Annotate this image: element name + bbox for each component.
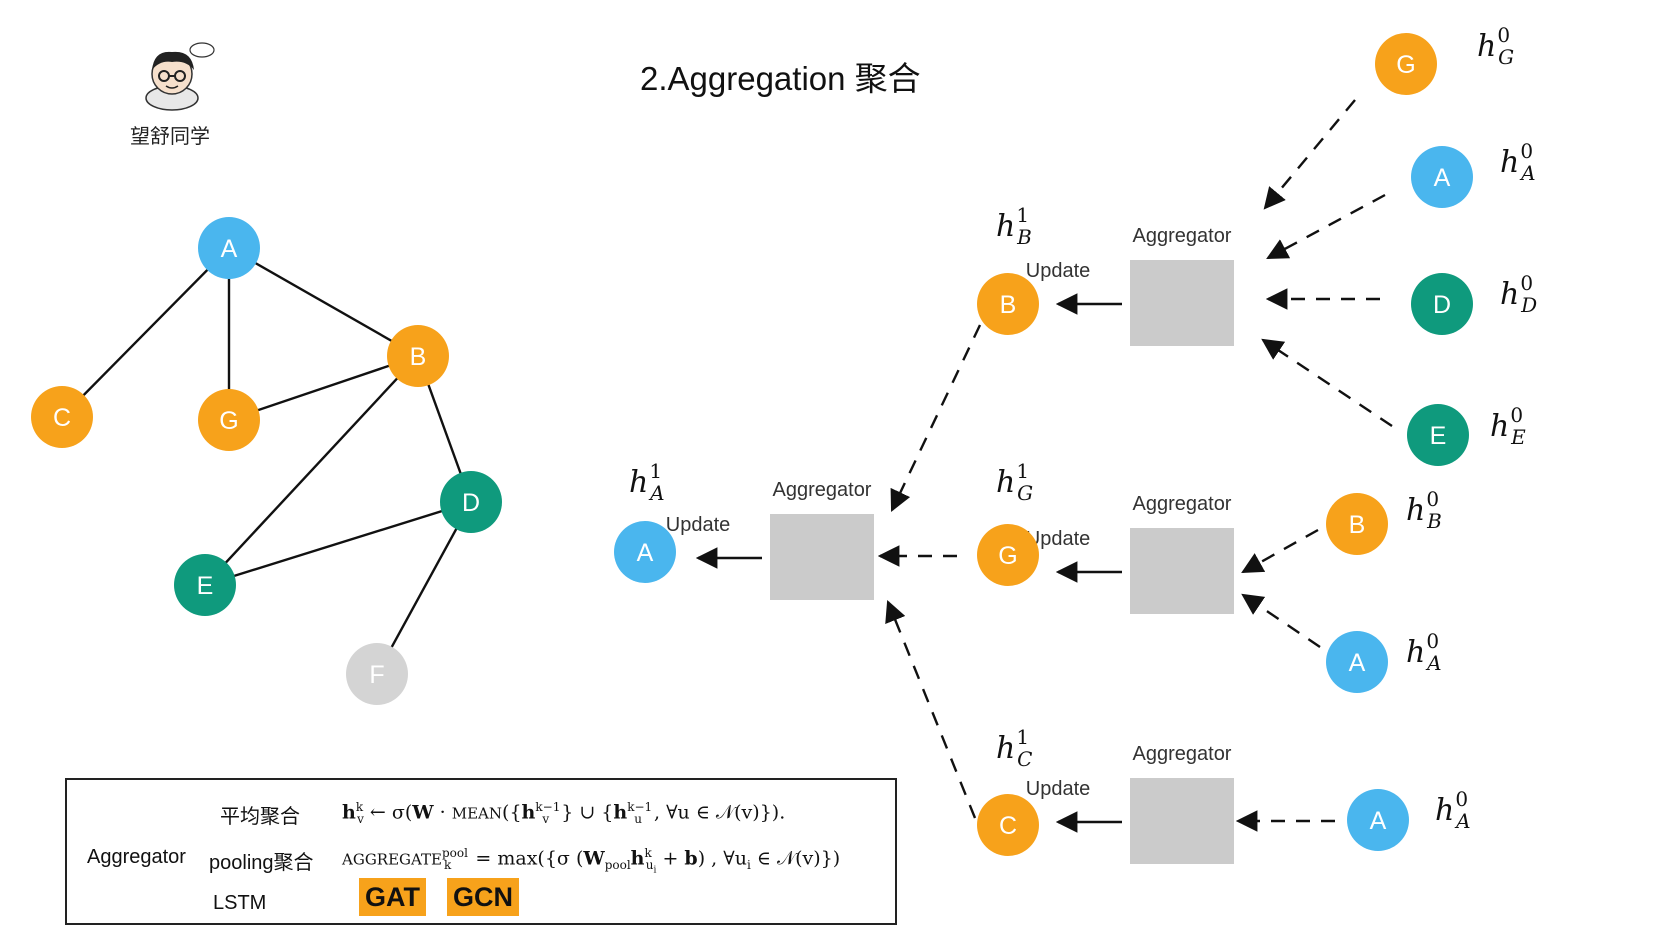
- graph-edge-A-C: [61, 247, 230, 418]
- tree-node-B: B: [1326, 493, 1388, 555]
- pooling-formula: AGGREGATEpoolk = max({σ (Wpoolhkui + b) …: [342, 846, 841, 876]
- graph-node-B: B: [387, 325, 449, 387]
- graph-node-D: D: [440, 471, 502, 533]
- aggregator-box: [1130, 260, 1234, 346]
- update-label: Update: [666, 514, 731, 536]
- aggregator-label: Aggregator: [87, 846, 186, 868]
- message-arrow: [1263, 99, 1356, 210]
- svg-text:G: G: [998, 542, 1017, 570]
- tree-node-B: B: [977, 273, 1039, 335]
- tree-node-C: C: [977, 794, 1039, 856]
- svg-text:A: A: [1434, 164, 1451, 192]
- mean-formula: hkv ← σ(W · MEAN({hk−1v } ∪ {hk−1u , ∀u …: [342, 800, 786, 827]
- svg-text:D: D: [1433, 291, 1451, 319]
- message-arrow: [1266, 193, 1386, 260]
- message-arrow: [1261, 338, 1393, 427]
- graph-edge-E-D: [204, 500, 472, 587]
- aggregator-formula-box: Aggregator 平均聚合 pooling聚合 LSTM hkv ← σ(W…: [65, 778, 897, 925]
- tree-node-A: A: [1411, 146, 1473, 208]
- tree-node-A: A: [1326, 631, 1388, 693]
- svg-text:F: F: [369, 661, 384, 689]
- tree-node-E: E: [1407, 404, 1469, 466]
- gat-badge: GAT: [359, 878, 426, 916]
- aggregation-tree: AggregatorUpdateAggregatorUpdateAggregat…: [614, 23, 1537, 864]
- aggregator-box: [1130, 778, 1234, 864]
- aggregator-box: [1130, 528, 1234, 614]
- author-name: 望舒同学: [130, 126, 210, 148]
- graph-edge-G-B: [228, 354, 419, 422]
- avatar-icon: [145, 42, 215, 111]
- graph-edge-A-B: [228, 246, 419, 358]
- graph-node-A: A: [198, 217, 260, 279]
- message-arrow: [885, 599, 977, 819]
- svg-text:D: D: [462, 489, 480, 517]
- aggregator-label: Aggregator: [1133, 225, 1232, 247]
- svg-text:A: A: [1349, 649, 1366, 677]
- svg-text:C: C: [53, 404, 71, 432]
- graph-edge-B-E: [204, 355, 419, 586]
- svg-text:B: B: [1349, 511, 1366, 539]
- graph-node-G: G: [198, 389, 260, 451]
- graph-edges: [61, 246, 473, 675]
- svg-text:C: C: [999, 812, 1017, 840]
- svg-text:G: G: [1396, 51, 1415, 79]
- svg-text:E: E: [197, 572, 214, 600]
- tree-node-D: D: [1411, 273, 1473, 335]
- message-arrow: [1241, 528, 1319, 574]
- page-title: 2.Aggregation 聚合: [640, 60, 921, 97]
- svg-text:A: A: [1370, 807, 1387, 835]
- tree-node-G: G: [977, 524, 1039, 586]
- update-label: Update: [1026, 528, 1091, 550]
- mean-label: 平均聚合: [220, 806, 300, 828]
- graph-node-E: E: [174, 554, 236, 616]
- graph-node-F: F: [346, 643, 408, 705]
- update-label: Update: [1026, 778, 1091, 800]
- message-arrow: [890, 324, 982, 512]
- svg-text:B: B: [1000, 291, 1017, 319]
- lstm-label: LSTM: [213, 892, 267, 914]
- pooling-label: pooling聚合: [209, 852, 314, 874]
- svg-text:A: A: [637, 539, 654, 567]
- update-label: Update: [1026, 260, 1091, 282]
- gcn-badge: GCN: [447, 878, 519, 916]
- tree-node-G: G: [1375, 33, 1437, 95]
- tree-node-A: A: [614, 521, 676, 583]
- svg-text:A: A: [221, 235, 238, 263]
- svg-text:G: G: [219, 407, 238, 435]
- message-arrow: [1241, 593, 1321, 648]
- aggregator-box: [770, 514, 874, 600]
- graph-edge-D-F: [375, 501, 473, 675]
- aggregator-label: Aggregator: [773, 479, 872, 501]
- graph-nodes: A B C D E F G: [31, 217, 502, 705]
- svg-text:B: B: [410, 343, 427, 371]
- svg-text:E: E: [1430, 422, 1447, 450]
- graph-node-C: C: [31, 386, 93, 448]
- aggregator-label: Aggregator: [1133, 743, 1232, 765]
- tree-node-A: A: [1347, 789, 1409, 851]
- aggregator-label: Aggregator: [1133, 493, 1232, 515]
